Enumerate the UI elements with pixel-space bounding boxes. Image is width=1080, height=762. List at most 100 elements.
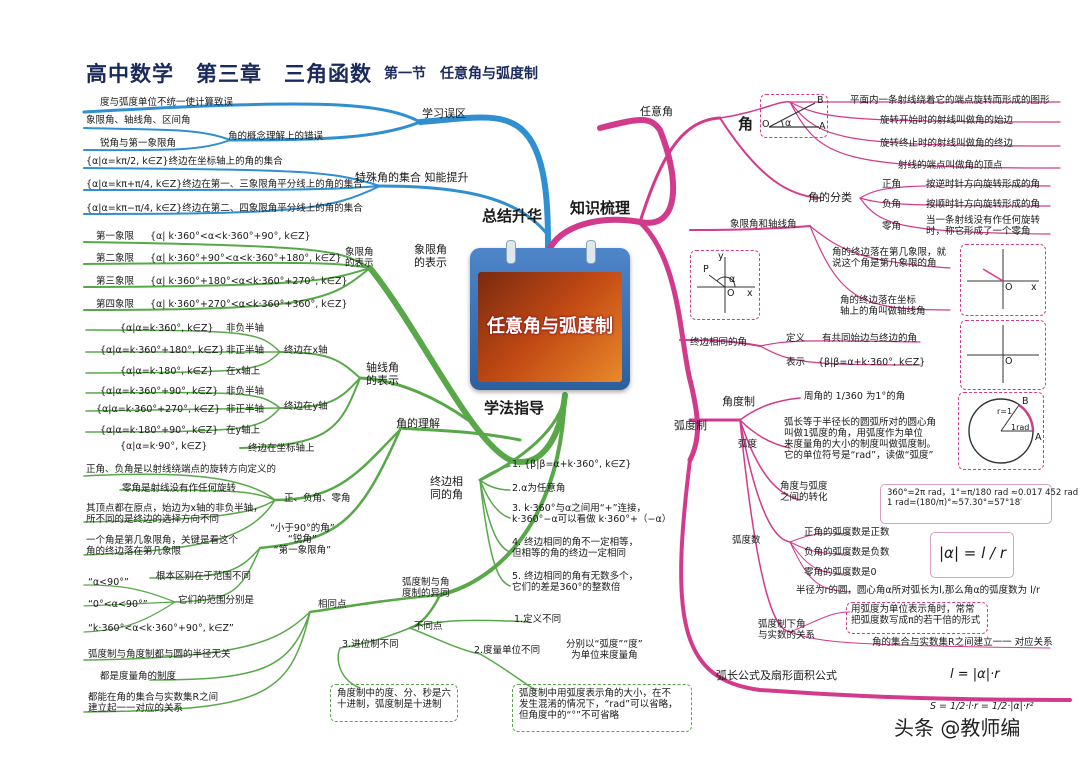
blue-special-a xyxy=(83,167,381,187)
jiao-def: 平面内一条射线绕着它的端点旋转而形成的图形 xyxy=(850,95,1050,106)
label-teshu: 特殊角的集合 知能提升 xyxy=(355,171,469,184)
arc-formula: l = |α|·r xyxy=(950,667,1000,682)
concept-item: 锐角与第一象限角 xyxy=(100,138,177,149)
axis-set: {α|α=k·360°+90°, k∈Z} xyxy=(100,386,219,397)
dingyi-desc: 有共同始边与终边的角 xyxy=(822,333,918,344)
label-a: A xyxy=(819,121,826,132)
center-calendar-image: 任意角与弧度制 xyxy=(470,240,630,390)
axes-diagram-2 xyxy=(967,249,1039,309)
branch-zongjie: 总结升华 xyxy=(482,207,543,225)
calendar-ring-left xyxy=(506,240,516,264)
quadrant-set: {α| k·360°+270°<α<k·360°+360°, k∈Z} xyxy=(150,299,348,310)
range-item: “0°<α<90°” xyxy=(88,599,148,610)
axis-set: {α|α=k·360°+180°, k∈Z} xyxy=(100,345,225,356)
calendar-ring-right xyxy=(586,240,596,264)
axis-desc: 非正半轴 xyxy=(226,345,265,356)
small90-item: 根本区别在于范围不同 xyxy=(156,571,252,582)
zfl-item: 一个角是第几象限角，关键是看这个 角的终边落在第几象限 xyxy=(86,535,239,557)
green-lijie xyxy=(398,426,522,442)
green-yitong xyxy=(438,393,567,597)
xiangtong-item: 弧度制与角度制都与圆的半径无关 xyxy=(88,649,231,660)
jiaodu-desc: 周角的 1/360 为1°的角 xyxy=(804,391,906,402)
blue-special-b xyxy=(83,185,381,191)
magenta-xxzhou xyxy=(689,225,811,231)
label-b: B xyxy=(1022,396,1029,407)
blue-to-wuqu-top xyxy=(82,102,422,124)
quadrant-name: 第三象限 xyxy=(96,276,135,287)
wuqu-item: 度与弧度单位不统一使计算致误 xyxy=(100,97,234,108)
label-jiao: 角 xyxy=(738,115,754,133)
magenta-main-2 xyxy=(637,219,700,463)
axis-set: {α|α=k·360°, k∈Z} xyxy=(120,323,214,334)
label-1rad: 1rad xyxy=(1011,423,1030,432)
label-o: O xyxy=(727,288,735,299)
center-topic: 任意角与弧度制 xyxy=(487,316,613,337)
fenlei-desc: 当一条射线没有作任何旋转 时，称它形成了一个零角 xyxy=(926,215,1041,237)
label-jiao-lijie: 角的理解 xyxy=(396,417,440,430)
magenta-renyi xyxy=(638,116,722,224)
green-zhongbian xyxy=(478,393,567,482)
quadrant-set: {α| k·360°<α<k·360°+90°, k∈Z} xyxy=(150,231,311,242)
butong-item: 3.进位制不同 xyxy=(342,639,399,650)
green-zhouxian xyxy=(358,376,470,422)
label-hudushu: 弧度数 xyxy=(732,535,761,546)
terminal-item: 4. 终边相同的角不一定相等， 但相等的角的终边一定相同 xyxy=(512,537,639,559)
axis-set: {α|α=k·360°+270°, k∈Z} xyxy=(96,404,221,415)
watermark: 头条 @教师编 xyxy=(894,716,1021,740)
blue-special-c xyxy=(83,185,381,215)
quadrant-set: {α| k·360°+180°<α<k·360°+270°, k∈Z} xyxy=(150,276,348,287)
range-item: “α<90°” xyxy=(88,577,129,588)
xx-desc: 角的终边落在第几象限，就 说这个角是第几象限的角 xyxy=(832,247,947,269)
hudu-desc: 弧长等于半径长的圆弧所对的圆心角 叫做1弧度的角，用弧度作为单位 来度量角的大小… xyxy=(784,417,937,461)
axis-desc: 在x轴上 xyxy=(226,366,261,377)
label-b: B xyxy=(817,95,824,106)
label-p: P xyxy=(703,264,709,275)
zfl-item: 其顶点都在原点，始边为x轴的非负半轴， 所不同的是终边的选择方向不同 xyxy=(86,503,263,525)
area-formula: S = 1/2·l·r = 1/2·|α|·r² xyxy=(930,701,1034,712)
conversion-box: 360°=2π rad，1°=π/180 rad ≈0.017 452 rad … xyxy=(880,484,1078,524)
quadrant-name: 第二象限 xyxy=(96,253,135,264)
special-set: {α|α=kπ+π/4, k∈Z}终边在第一、三象限角平分线上的角的集合 xyxy=(86,179,363,190)
label-r1: r=1 xyxy=(997,407,1013,416)
label-x-axis: 终边在x轴 xyxy=(284,345,328,356)
radius-text: 半径为r的圆，圆心角α所对弧长为l,那么角α的弧度数为 l/r xyxy=(796,585,1040,596)
radian-diagram-box: r=1 1rad A B xyxy=(958,392,1044,470)
quadrant-name: 第一象限 xyxy=(96,231,135,242)
hudushu-item: 负角的弧度数是负数 xyxy=(804,547,890,558)
label-xiangtong: 相同点 xyxy=(318,599,347,610)
xiangtong-item: 都是度量角的制度 xyxy=(100,671,177,682)
section-title: 第一节 任意角与弧度制 xyxy=(384,66,538,82)
terminal-item: 5. 终边相同的角有无数多个， 它们的差是360°的整数倍 xyxy=(512,571,639,593)
xiangtong-item: 都能在角的集合与实数集R之间 建立起一一对应的关系 xyxy=(88,692,219,714)
blue-concept-b xyxy=(83,139,231,152)
label-biaoshi: 表示 xyxy=(786,357,806,368)
magenta-huchang xyxy=(679,458,1072,702)
label-coord: 终边在坐标轴上 xyxy=(248,443,315,454)
label-x: x xyxy=(1031,282,1037,293)
zfl-item: 零角是射线没有作任何旋转 xyxy=(122,483,237,494)
radian-circle xyxy=(968,398,1035,464)
green-xiangxian xyxy=(83,241,371,269)
zx-desc: 角的终边落在坐标 轴上的角叫做轴线角 xyxy=(840,295,926,317)
terminal-item: 3. k·360°与α之间用“+”连接， k·360°−α可以看做 k·360°… xyxy=(512,503,672,525)
label-small90: “小于90°的角” “锐角” “第一象限角” xyxy=(270,523,335,556)
blue-to-special xyxy=(378,184,550,237)
label-alpha: α xyxy=(729,274,736,285)
angle-diagram-box: O A B α xyxy=(760,94,828,138)
butong-item: 2.度量单位不同 xyxy=(474,645,541,656)
jiao-def: 旋转开始时的射线叫做角的始边 xyxy=(880,115,1014,126)
axes-diagram-3 xyxy=(967,325,1039,383)
green-x-axis xyxy=(279,351,361,379)
small90-item: 它们的范围分别是 xyxy=(178,595,255,606)
label-alpha: α xyxy=(785,118,792,129)
branch-xuefa: 学法指导 xyxy=(484,399,545,417)
fenlei-name: 负角 xyxy=(882,199,902,210)
magenta-main-trunk xyxy=(545,117,677,255)
label-zhuanhua: 角度与弧度 之间的转化 xyxy=(780,481,828,503)
special-set: {α|α=kπ/2, k∈Z}终边在坐标轴上的角的集合 xyxy=(86,156,283,167)
label-renyi-jiao: 任意角 xyxy=(640,105,673,118)
hudushu-item: 正角的弧度数是正数 xyxy=(804,527,890,538)
label-zfl: 正、负角、零角 xyxy=(284,493,351,504)
label-zbxt: 终边相同的角 xyxy=(690,337,748,348)
